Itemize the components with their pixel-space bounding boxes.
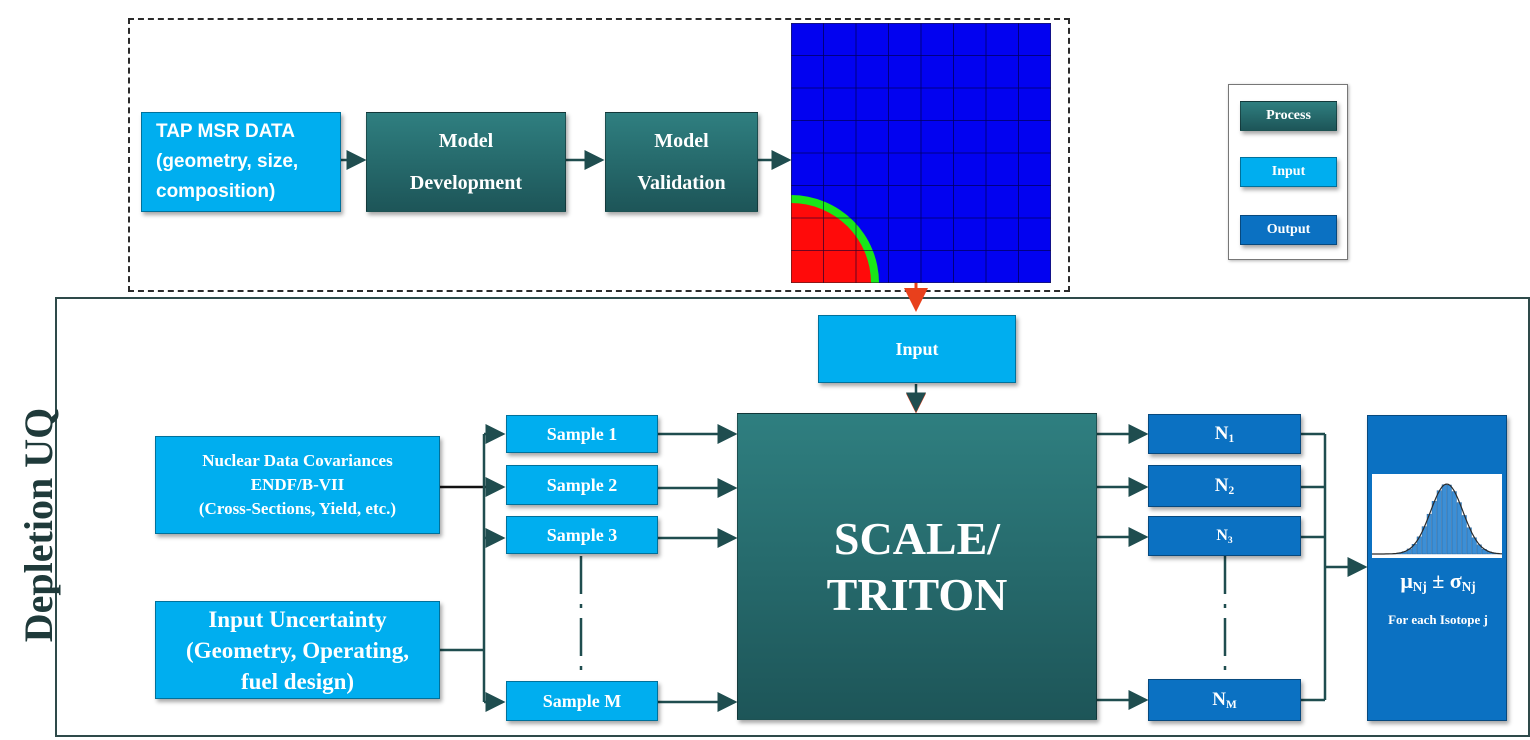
nm-label: NM xyxy=(1212,689,1237,711)
model-development-label: Model Development xyxy=(409,130,523,194)
legend-input: Input xyxy=(1240,157,1337,187)
histogram-bar xyxy=(1461,515,1467,555)
input-uncertainty-label: Input Uncertainty (Geometry, Operating, … xyxy=(186,606,409,694)
model-validation-label: Model Validation xyxy=(637,130,726,194)
legend-process: Process xyxy=(1240,101,1337,131)
n2-box: N2 xyxy=(1148,465,1301,507)
msr-lattice-model xyxy=(791,23,1051,283)
histogram-bar xyxy=(1446,484,1452,555)
legend-output: Output xyxy=(1240,215,1337,245)
sample-1-box: Sample 1 xyxy=(506,415,658,453)
scale-triton-label: SCALE/ TRITON xyxy=(826,512,1008,620)
sample-2-box: Sample 2 xyxy=(506,465,658,505)
fuel-region xyxy=(791,203,871,283)
input-uncertainty-box: Input Uncertainty (Geometry, Operating, … xyxy=(155,601,440,699)
histogram-bar xyxy=(1456,502,1462,555)
input-box: Input xyxy=(818,315,1016,383)
nuclear-data-covariances-box: Nuclear Data Covariances ENDF/B-VII (Cro… xyxy=(155,436,440,534)
result-box: μNj ± σNj For each Isotope j xyxy=(1367,415,1507,721)
input-label: Input xyxy=(895,338,939,359)
tap-msr-data-box: TAP MSR DATA (geometry, size, compositio… xyxy=(141,112,341,212)
mean-sigma-label: μNj ± σNj xyxy=(1400,568,1476,594)
n1-box: N1 xyxy=(1148,414,1301,454)
legend: Process Input Output xyxy=(1228,84,1348,260)
distribution-histogram xyxy=(1372,474,1502,558)
model-development-box: Model Development xyxy=(366,112,566,212)
histogram-bar xyxy=(1451,491,1457,555)
n3-box: N3 xyxy=(1148,516,1301,556)
histogram-bar xyxy=(1441,484,1447,555)
histogram-bar xyxy=(1436,490,1442,555)
sample-m-box: Sample M xyxy=(506,681,658,721)
n2-label: N2 xyxy=(1214,475,1235,497)
model-dev-group xyxy=(128,18,1070,292)
nm-box: NM xyxy=(1148,679,1301,721)
scale-triton-box: SCALE/ TRITON xyxy=(737,413,1097,720)
nuclear-data-label: Nuclear Data Covariances ENDF/B-VII (Cro… xyxy=(198,451,397,518)
histogram-bar xyxy=(1431,501,1437,555)
tap-msr-data-label: TAP MSR DATA (geometry, size, compositio… xyxy=(156,121,299,202)
n3-label: N3 xyxy=(1216,526,1233,546)
sample-3-box: Sample 3 xyxy=(506,516,658,554)
model-validation-box: Model Validation xyxy=(605,112,758,212)
depletion-uq-group xyxy=(55,297,1530,737)
n1-label: N1 xyxy=(1214,423,1235,445)
isotope-caption: For each Isotope j xyxy=(1388,612,1488,627)
